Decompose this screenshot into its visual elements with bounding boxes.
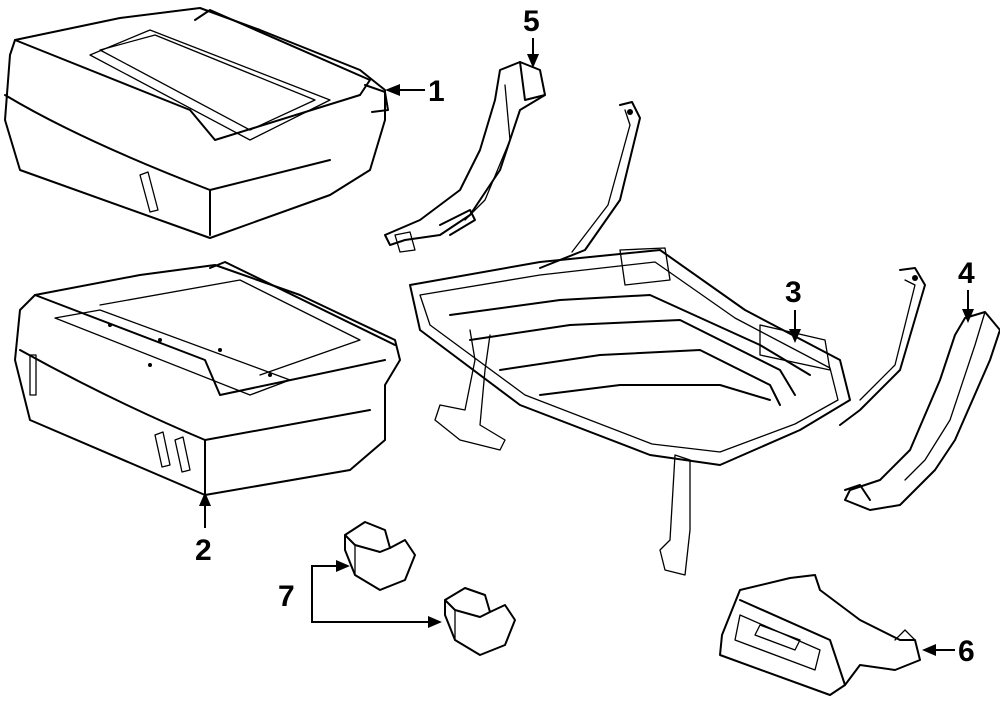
callout-7: 7 xyxy=(278,560,442,628)
callout-label-7: 7 xyxy=(278,580,295,613)
part-6-bracket xyxy=(719,574,921,696)
callout-6: 6 xyxy=(922,635,975,668)
part-4-hinge-cover-right xyxy=(844,311,1000,511)
part-5-hinge-cover-left xyxy=(384,61,546,253)
callout-3: 3 xyxy=(785,276,802,343)
part-7-clip-upper xyxy=(344,521,416,591)
callout-label-2: 2 xyxy=(195,534,212,567)
part-7-clip-lower xyxy=(444,587,516,656)
callout-2: 2 xyxy=(195,492,212,567)
part-3-seat-frame xyxy=(409,101,926,576)
part-1-seat-cushion-cover xyxy=(4,7,389,239)
callout-4: 4 xyxy=(958,257,975,323)
callout-5: 5 xyxy=(523,5,540,68)
callout-label-3: 3 xyxy=(785,276,802,309)
callout-1: 1 xyxy=(385,75,445,108)
callout-label-6: 6 xyxy=(958,635,975,668)
callout-label-1: 1 xyxy=(428,75,445,108)
callout-label-4: 4 xyxy=(958,257,975,290)
part-2-seat-cushion xyxy=(14,261,401,496)
callout-label-5: 5 xyxy=(523,5,540,38)
